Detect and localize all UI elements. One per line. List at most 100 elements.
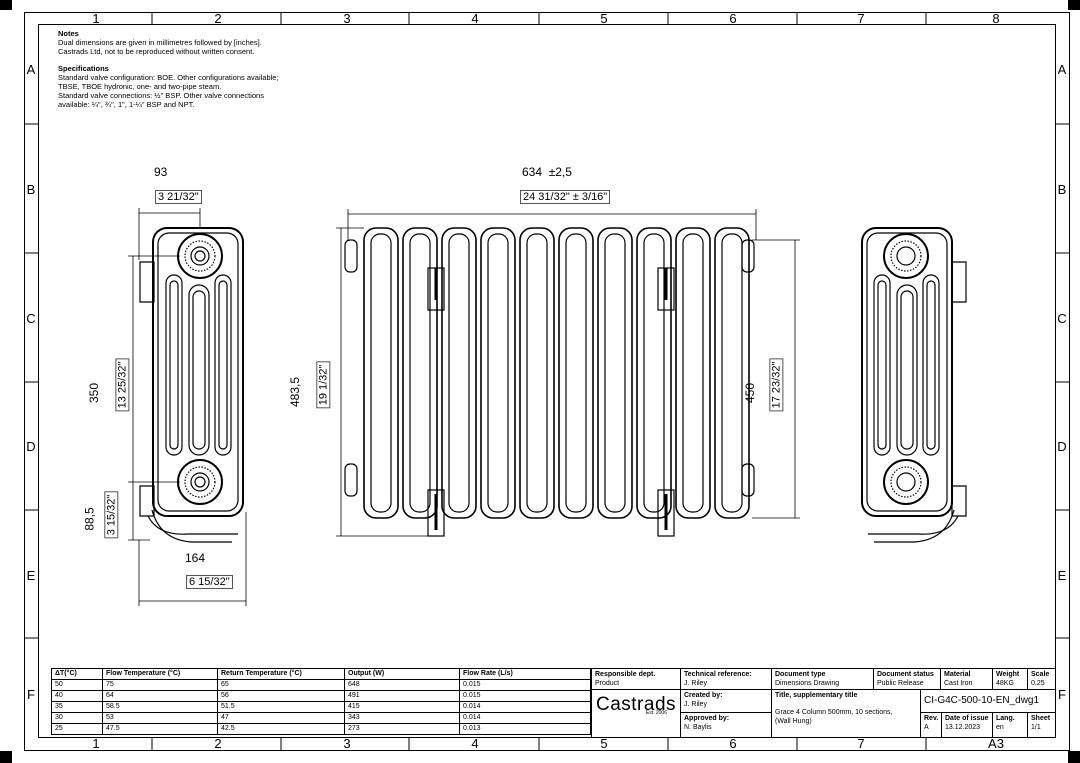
zone-col-2: 2 [214,11,222,26]
material-cell: Material Cast Iron [940,668,993,690]
dim-width-mm: 634 ±2,5 [522,165,572,179]
specifications-heading: Specifications [58,64,109,73]
zone-col-3-bottom: 3 [343,736,351,751]
zone-row-c: C [26,311,36,326]
scale-value: 0.25 [1031,680,1045,687]
title-value-line2: (Wall Hung) [775,718,812,725]
zone-row-a-right: A [1057,62,1067,77]
table-cell: 53 [102,712,218,724]
rev-value: A [924,724,929,731]
dim-centres-mm: 350 [87,382,102,404]
sheet-label: Sheet [1031,715,1051,722]
table-row: 30 53 47 343 0.014 [51,712,591,724]
logo-est: Est. 2006 [645,710,667,716]
dim-width-value: 634 [522,165,543,179]
dim-foot-mm: 88,5 [82,507,97,531]
side-view-right [861,227,967,543]
table-cell: 40 [51,690,103,702]
table-cell: 0.014 [459,712,591,724]
zone-row-c-right: C [1057,311,1067,326]
doc-type-label: Document type [775,671,826,678]
spec-line: available: ¼", ¾", 1", 1-¼" BSP and NPT. [58,100,195,109]
dim-outer-mm: 450 [743,382,758,404]
zone-col-5: 5 [600,11,608,26]
table-cell: 491 [344,690,460,702]
scale-cell: Scale 0.25 [1027,668,1056,690]
dim-width-in: 24 31/32" ± 3/16" [520,190,611,204]
spec-line: Standard valve configuration: BOE. Other… [58,73,279,82]
zone-col-2-bottom: 2 [214,736,222,751]
date-label: Date of issue [945,715,989,722]
table-cell: 30 [51,712,103,724]
corner-mark [1068,751,1080,763]
created-by-value: J. Riley [684,701,707,708]
approved-by-label: Approved by: [684,715,730,722]
doc-type-value: Dimensions Drawing [775,680,840,687]
scale-label: Scale [1031,671,1050,678]
table-cell: 75 [102,679,218,691]
dim-width-in-tolerance: ± 3/16" [572,191,608,203]
dim-height-in: 19 1/32" [316,361,331,409]
zone-row-f-right: F [1058,687,1066,702]
dim-height-mm: 483,5 [288,376,303,408]
castrads-logo: Castrads [595,694,677,715]
date-value: 13.12.2023 [945,724,981,731]
table-row: 40 64 56 491 0.015 [51,690,591,702]
table-cell: 58.5 [102,701,218,713]
notes-heading: Notes [58,29,79,38]
created-by-cell: Created by: J. Riley [680,689,772,713]
flow-table: ΔT(°C) Flow Temperature (°C) Return Temp… [51,668,591,735]
zone-col-4: 4 [471,11,479,26]
approved-by-cell: Approved by: N. Baylis [680,712,772,738]
date-cell: Date of issue 13.12.2023 [941,712,993,738]
doc-status-cell: Document status Public Release [873,668,941,690]
table-header: Flow Temperature (°C) [102,668,218,680]
table-cell: 415 [344,701,460,713]
spec-line: TBSE, TBOE hydronic, one- and two-pipe s… [58,82,222,91]
table-header: Return Temperature (°C) [217,668,345,680]
weight-label: Weight [996,671,1020,678]
tech-ref-cell: Technical reference: J. Riley [680,668,772,690]
weight-cell: Weight 48KG [992,668,1028,690]
drawing-frame-inner [38,24,1056,738]
dim-centres-in: 13 25/32" [115,358,130,412]
table-cell: 343 [344,712,460,724]
table-cell: 56 [217,690,345,702]
table-cell: 64 [102,690,218,702]
zone-row-d: D [26,439,36,454]
table-cell: 0.015 [459,690,591,702]
doc-status-label: Document status [877,671,934,678]
zone-col-8: 8 [992,11,1000,26]
zone-col-6-bottom: 6 [729,736,737,751]
table-header-row: ΔT(°C) Flow Temperature (°C) Return Temp… [51,668,591,680]
lang-label: Lang. [996,715,1015,722]
side-view-left [139,227,244,543]
table-cell: 0.015 [459,679,591,691]
notes-line: Dual dimensions are given in millimetres… [58,38,262,47]
dim-depth-in: 3 21/32" [155,190,202,204]
sheet-cell: Sheet 1/1 [1027,712,1056,738]
rev-label: Rev. [924,715,939,722]
doc-id: CI-G4C-500-10-EN_dwg1 [924,695,1040,706]
logo-cell: Castrads Est. 2006 [591,689,681,738]
table-cell: 0.014 [459,701,591,713]
table-cell: 65 [217,679,345,691]
material-value: Cast Iron [944,680,973,687]
notes-block: Notes Dual dimensions are given in milli… [58,29,318,109]
table-cell: 47 [217,712,345,724]
table-header: Flow Rate (L/s) [459,668,591,680]
lang-cell: Lang. en [992,712,1028,738]
resp-dept-cell: Responsible dept. Product [591,668,681,690]
corner-mark [0,0,12,10]
dim-wall-in: 6 15/32" [186,575,233,589]
sheet-value: 1/1 [1031,724,1041,731]
table-row: 35 58.5 51.5 415 0.014 [51,701,591,713]
table-cell: 25 [51,723,103,735]
zone-col-6: 6 [729,11,737,26]
zone-row-f: F [27,687,35,702]
resp-dept-label: Responsible dept. [595,671,656,678]
zone-col-4-bottom: 4 [471,736,479,751]
tech-ref-label: Technical reference: [684,671,752,678]
created-by-label: Created by: [684,692,723,699]
